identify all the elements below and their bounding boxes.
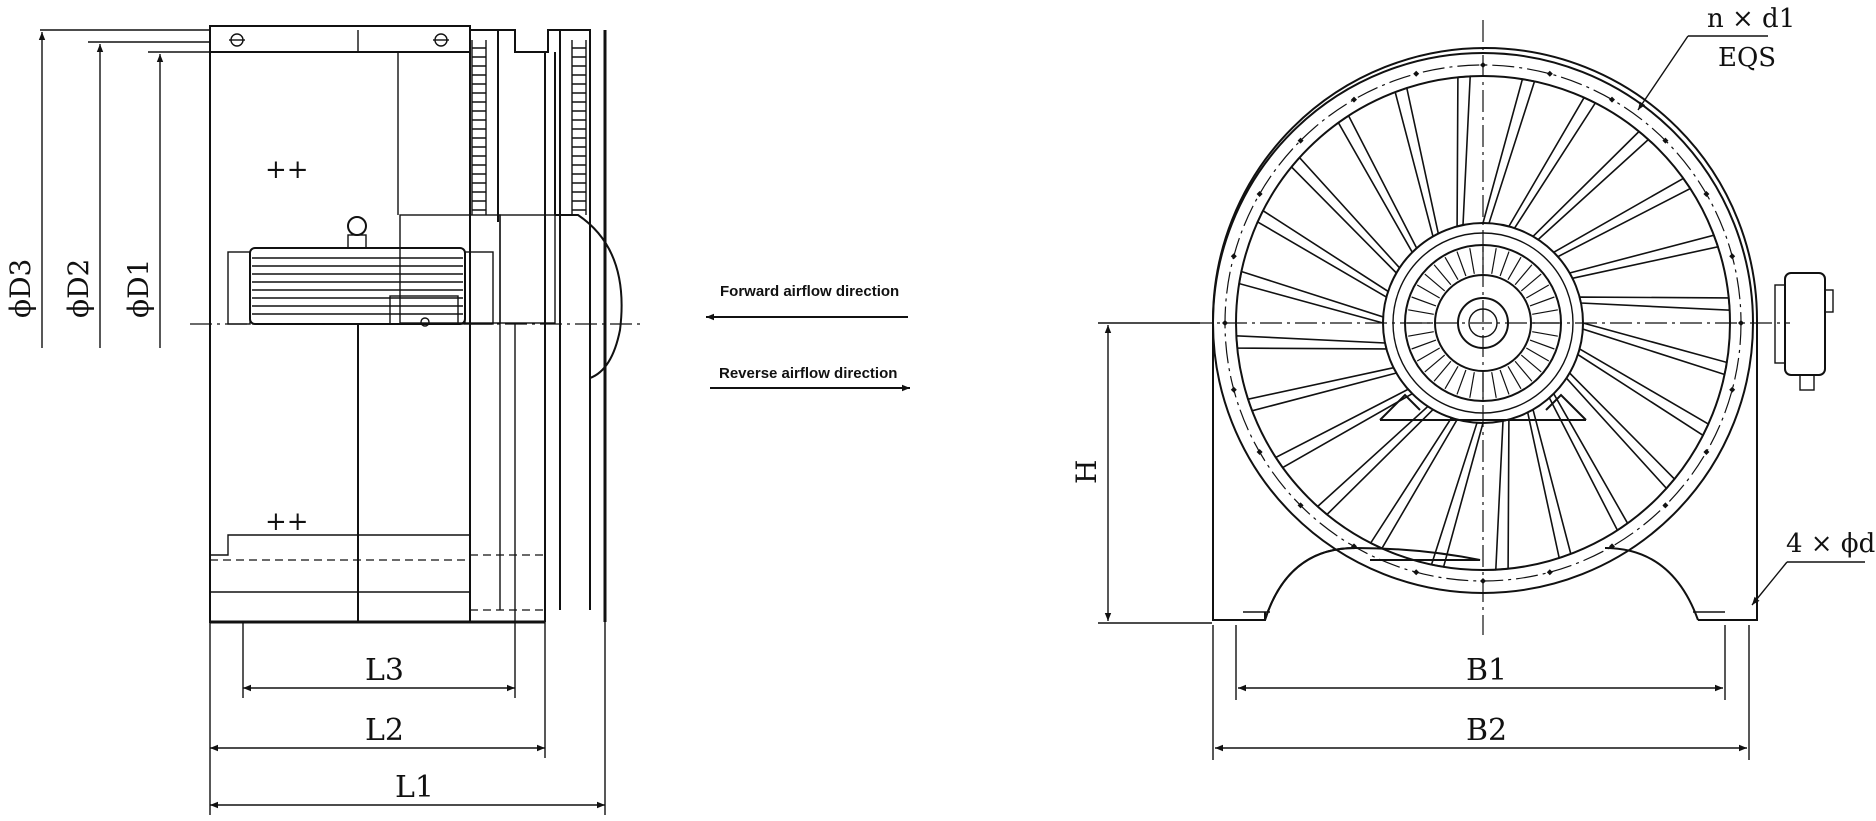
blade bbox=[1238, 270, 1385, 325]
side-view: ++ ++ bbox=[4, 25, 645, 815]
bolt-hole bbox=[1738, 320, 1744, 326]
blade bbox=[1568, 234, 1720, 280]
blade bbox=[1578, 296, 1731, 312]
width-dimensions: B1 B2 bbox=[1212, 625, 1750, 760]
bolt-hole bbox=[1703, 191, 1710, 197]
blade bbox=[1576, 347, 1710, 437]
dim-b2-label: B2 bbox=[1466, 713, 1507, 748]
blade bbox=[1290, 156, 1401, 275]
blade bbox=[1565, 371, 1676, 490]
dim-l3-label: L3 bbox=[365, 653, 404, 688]
blade bbox=[1507, 96, 1597, 230]
svg-text:++: ++ bbox=[265, 155, 309, 185]
bolt-hole bbox=[1256, 191, 1263, 197]
bolt-hole bbox=[1297, 502, 1304, 509]
blade bbox=[1481, 78, 1536, 225]
bolt-hole bbox=[1546, 70, 1553, 77]
dim-l1-label: L1 bbox=[395, 770, 434, 805]
blade bbox=[1394, 86, 1440, 238]
blade bbox=[1316, 405, 1435, 516]
dim-d2-label: ϕD2 bbox=[62, 259, 95, 318]
front-view: H B1 B2 n × d1 EQS 4 × ϕd2 bbox=[1070, 4, 1876, 760]
foot-holes-label: 4 × ϕd2 bbox=[1786, 529, 1876, 559]
dim-d1-label: ϕD1 bbox=[122, 259, 155, 318]
bolt-hole bbox=[1413, 70, 1420, 77]
bolt-hole bbox=[1729, 253, 1736, 260]
blade bbox=[1581, 321, 1728, 376]
blade bbox=[1337, 114, 1418, 254]
height-dimension: H bbox=[1070, 322, 1212, 624]
bolt-hole bbox=[1351, 543, 1357, 550]
blade bbox=[1494, 418, 1510, 571]
bolt-hole bbox=[1662, 502, 1669, 509]
holes-label-top: n × d1 bbox=[1707, 4, 1795, 34]
blade bbox=[1235, 334, 1388, 350]
length-dimensions: L3 L2 L1 bbox=[209, 610, 606, 815]
bolt-hole bbox=[1413, 569, 1420, 576]
blade bbox=[1456, 75, 1472, 228]
bolt-hole bbox=[1703, 449, 1710, 455]
blade bbox=[1246, 366, 1398, 412]
bolt-hole bbox=[1256, 449, 1263, 455]
dim-h-label: H bbox=[1070, 460, 1103, 484]
dim-d3-label: ϕD3 bbox=[4, 259, 37, 318]
bolt-hole bbox=[1230, 386, 1237, 393]
svg-text:++: ++ bbox=[265, 507, 309, 537]
blade bbox=[1369, 416, 1459, 550]
dim-l2-label: L2 bbox=[365, 713, 404, 748]
bolt-hole bbox=[1297, 137, 1304, 144]
blade bbox=[1526, 408, 1572, 560]
forward-airflow-label: Forward airflow direction bbox=[720, 283, 899, 300]
hole-callouts: n × d1 EQS 4 × ϕd2 bbox=[1637, 4, 1876, 606]
blade bbox=[1256, 209, 1390, 299]
diameter-dimensions: ϕD3 ϕD2 ϕD1 bbox=[4, 29, 210, 348]
bolt-hole bbox=[1546, 569, 1553, 576]
flange-section bbox=[399, 29, 623, 622]
airflow-legend: Forward airflow direction Reverse airflo… bbox=[706, 283, 910, 392]
holes-label-bottom: EQS bbox=[1718, 43, 1776, 73]
fan-housing: ++ ++ bbox=[209, 25, 545, 624]
blade bbox=[1552, 177, 1692, 258]
blade bbox=[1274, 388, 1414, 469]
blade bbox=[1531, 130, 1650, 241]
junction-box bbox=[1774, 272, 1834, 391]
blade bbox=[1430, 421, 1485, 568]
dim-b1-label: B1 bbox=[1466, 653, 1507, 688]
bolt-hole bbox=[1230, 253, 1237, 260]
bolt-hole bbox=[1351, 96, 1357, 103]
motor bbox=[227, 216, 494, 327]
bolt-hole bbox=[1609, 96, 1615, 103]
bolt-hole bbox=[1662, 137, 1669, 144]
bolt-hole bbox=[1729, 386, 1736, 393]
reverse-airflow-label: Reverse airflow direction bbox=[719, 365, 897, 382]
blade bbox=[1548, 392, 1629, 532]
bolt-hole bbox=[1609, 543, 1615, 550]
